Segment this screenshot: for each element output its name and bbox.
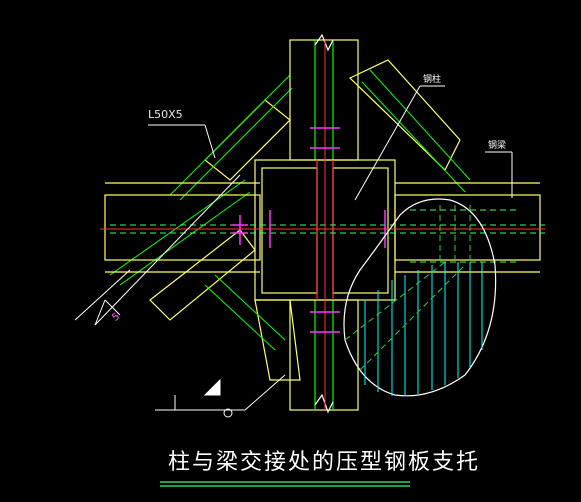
steel-beam xyxy=(104,182,541,273)
panel-right-cell xyxy=(332,167,389,294)
column-leader xyxy=(354,85,421,201)
centerlines xyxy=(100,40,545,410)
dashed-lines xyxy=(110,40,545,410)
weld-symbol xyxy=(74,269,286,418)
drawing-title: 柱与梁交接处的压型钢板支托 xyxy=(168,450,481,475)
steel-beam-label: 钢梁 xyxy=(488,141,507,151)
title-underline xyxy=(160,481,410,487)
brace-inner-lines xyxy=(109,69,471,351)
weld-leader xyxy=(94,174,241,326)
steel-column xyxy=(289,33,359,414)
steel-column-label: 钢柱 xyxy=(423,75,442,85)
hatched-region xyxy=(343,198,497,397)
angle-leader xyxy=(204,124,216,159)
column-upper xyxy=(289,39,359,161)
brace-upper-right xyxy=(348,59,461,172)
label-leaders xyxy=(94,85,513,326)
column-lower xyxy=(289,299,359,411)
angle-steel-label: L50X5 xyxy=(148,108,183,121)
beam-left xyxy=(104,194,261,261)
beam-right xyxy=(394,194,541,261)
brace-lower-left-2 xyxy=(254,299,301,381)
bolts xyxy=(232,127,386,333)
